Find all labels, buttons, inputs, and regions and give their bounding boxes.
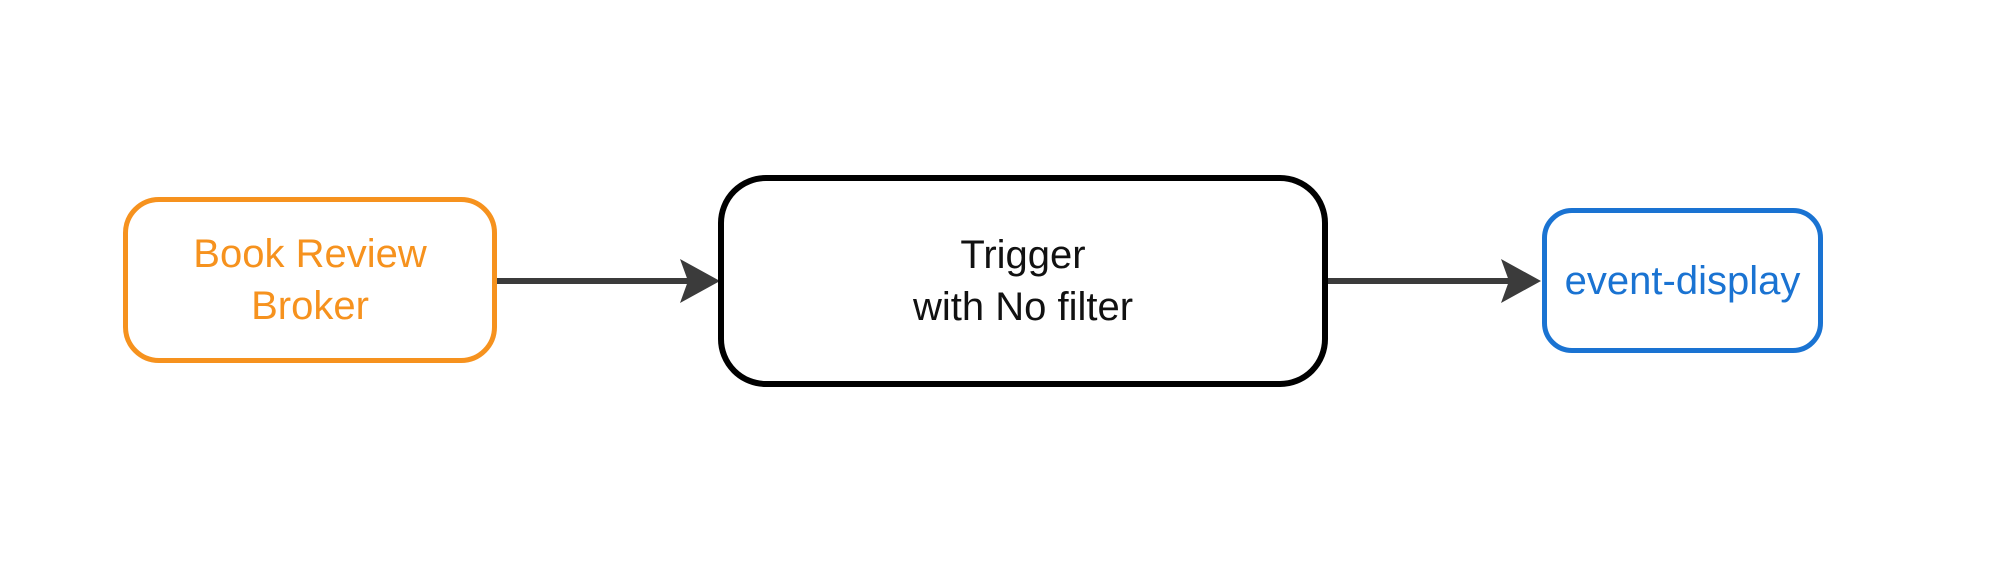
node-label: event-display	[1564, 258, 1801, 303]
node-book-review-broker: Book Review Broker	[123, 197, 497, 363]
edge-broker-to-trigger	[497, 259, 720, 303]
node-event-display: event-display	[1542, 208, 1823, 353]
arrowhead-icon	[680, 259, 720, 303]
arrowhead-icon	[1501, 259, 1541, 303]
node-trigger: Trigger with No filter	[718, 175, 1328, 387]
edge-trigger-to-event-display	[1328, 259, 1541, 303]
node-label: Trigger with No filter	[912, 233, 1134, 329]
node-label: Book Review Broker	[193, 232, 427, 328]
